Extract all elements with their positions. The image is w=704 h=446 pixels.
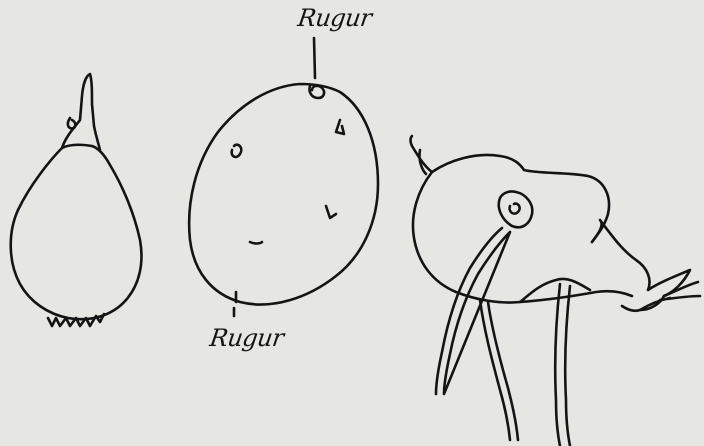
top-label: Rugur xyxy=(296,4,373,32)
tuber-eye-1 xyxy=(232,145,242,157)
tuber-top-bud xyxy=(309,86,324,98)
sprout-eye-inner xyxy=(510,204,520,214)
sprout-tuber-top xyxy=(432,155,609,242)
bulb-drawing xyxy=(11,74,142,326)
bulb-outline xyxy=(11,145,142,320)
bulb-neck xyxy=(62,74,100,150)
sprout-tuber-outline xyxy=(413,172,632,303)
bulb-neck-mark xyxy=(68,118,75,128)
bottom-label: Rugur xyxy=(208,324,285,352)
tuber-eye-2 xyxy=(336,120,344,134)
tuber-bottom-stalk xyxy=(234,292,236,316)
tuber-drawing xyxy=(189,38,378,316)
sprouting-tuber-drawing xyxy=(411,136,701,446)
tuber-eye-4 xyxy=(250,242,262,244)
root-3 xyxy=(555,284,570,446)
root-1 xyxy=(436,228,510,394)
sprout-left-stem xyxy=(411,136,433,174)
tuber-top-stalk xyxy=(314,38,315,78)
tuber-eye-3 xyxy=(326,206,336,218)
sprout-eye-outer xyxy=(499,191,533,227)
tuber-outline xyxy=(189,84,378,304)
root-2 xyxy=(480,300,518,440)
